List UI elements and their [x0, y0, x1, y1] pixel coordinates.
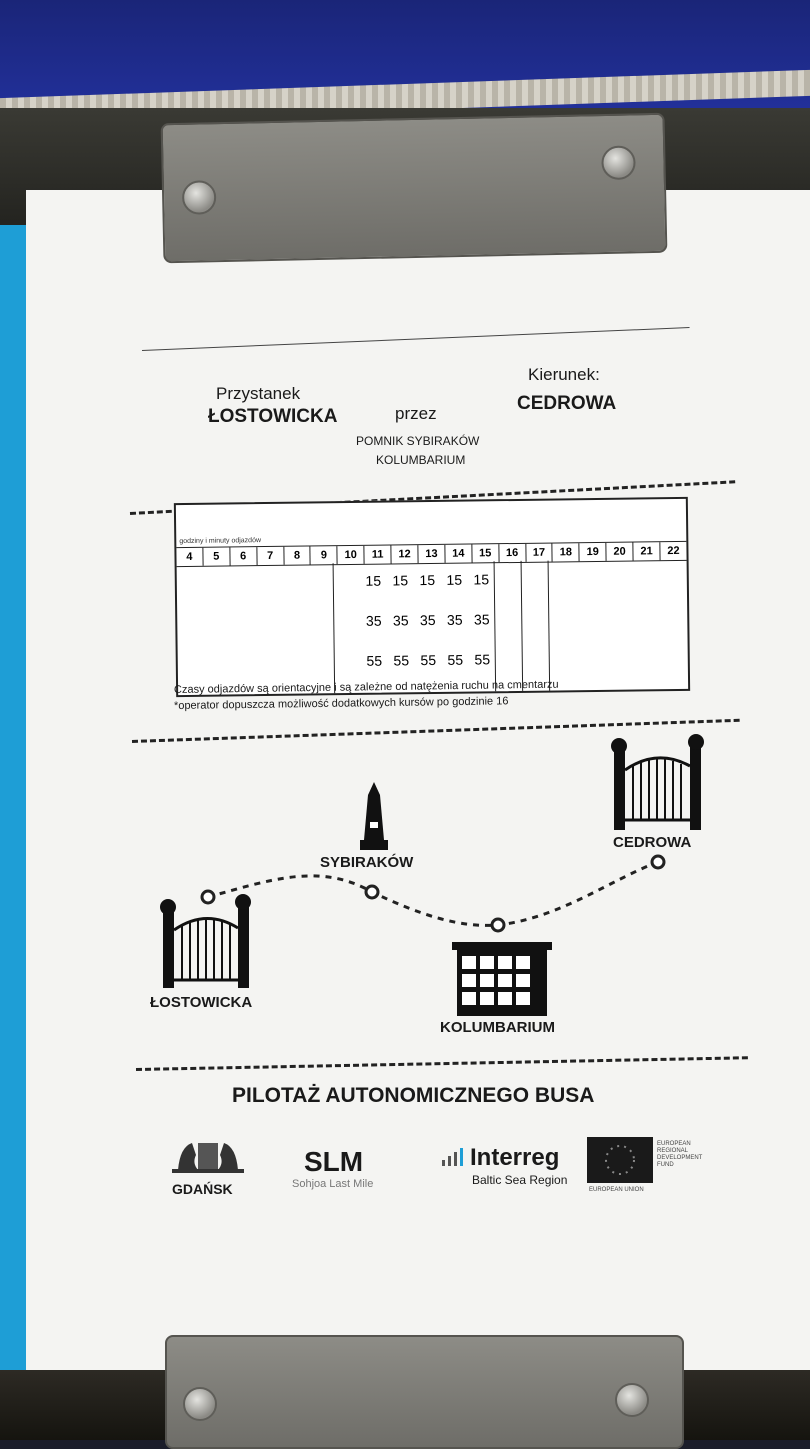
stop-marker	[364, 884, 380, 900]
eu-fund-text: EUROPEAN REGIONAL DEVELOPMENT FUND	[657, 1141, 703, 1168]
route-stop-label: SYBIRAKÓW	[320, 854, 414, 871]
via-label: przez	[395, 404, 437, 423]
stop-marker	[650, 854, 666, 870]
bottom-clamp	[165, 1335, 684, 1449]
stop-marker	[200, 889, 216, 905]
timetable-sheet	[26, 190, 810, 1370]
route-stop-label: ŁOSTOWICKA	[150, 994, 253, 1011]
direction-name: CEDROWA	[517, 393, 617, 414]
eu-text: EUROPEAN UNION	[589, 1187, 644, 1193]
gdansk-logo: GDAŃSK	[168, 1135, 248, 1201]
route-stop-label: KOLUMBARIUM	[440, 1019, 555, 1036]
signal-bars-icon	[442, 1148, 463, 1166]
via-stop: POMNIK SYBIRAKÓW	[356, 434, 480, 448]
slm-logo: SLM Sohjoa Last Mile	[292, 1146, 412, 1196]
via-stop: KOLUMBARIUM	[376, 453, 466, 467]
pilot-title: PILOTAŻ AUTONOMICZNEGO BUSA	[232, 1084, 595, 1107]
rivet-icon	[615, 1383, 649, 1417]
columbarium-icon	[452, 942, 552, 1016]
direction-label: Kierunek:	[528, 365, 600, 384]
route-path	[207, 860, 659, 927]
eu-logo: EUROPEAN REGIONAL DEVELOPMENT FUND EUROP…	[587, 1137, 717, 1197]
route-stop-label: CEDROWA	[613, 834, 692, 851]
eu-flag-icon	[587, 1137, 653, 1183]
gate-icon	[160, 894, 251, 988]
interreg-text: Interreg	[470, 1144, 560, 1171]
stop-label: Przystanek	[216, 384, 301, 403]
slm-text: SLM	[304, 1146, 364, 1177]
gdansk-text: GDAŃSK	[172, 1181, 233, 1197]
monument-icon	[360, 782, 388, 850]
stop-marker	[490, 917, 506, 933]
rivet-icon	[183, 1387, 217, 1421]
slm-subtitle: Sohjoa Last Mile	[292, 1178, 374, 1190]
interreg-logo: Interreg Baltic Sea Region	[440, 1140, 585, 1190]
interreg-subtitle: Baltic Sea Region	[472, 1173, 568, 1187]
stop-name: ŁOSTOWICKA	[208, 406, 338, 427]
gate-icon	[611, 734, 704, 830]
crest-icon	[172, 1143, 244, 1173]
